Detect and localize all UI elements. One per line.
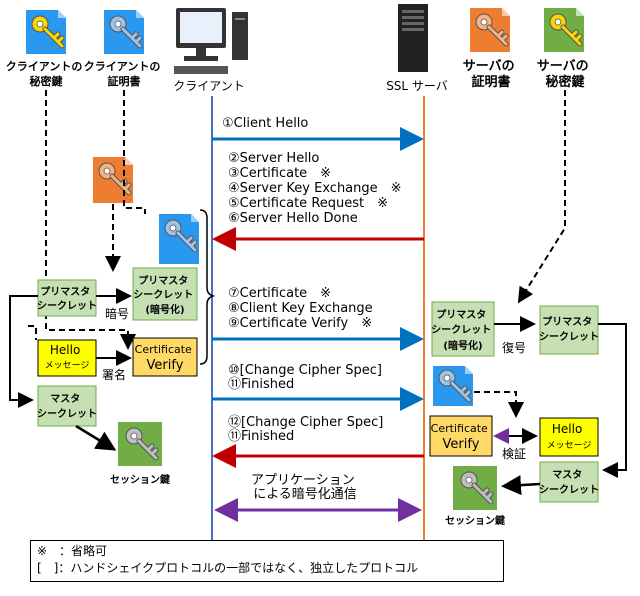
server-master-to-session-arrow	[501, 475, 541, 496]
client-cert-verify-text: Certificate Verify	[135, 343, 196, 373]
server-hello-message-text: Hello メッセージ	[547, 422, 592, 451]
msg-server-finished-group: ⑫[Change Cipher Spec] ⑪Finished	[228, 415, 388, 444]
client-cert-to-verify-path	[474, 391, 524, 418]
client-private-key-label: クライアントの 秘密鍵	[6, 60, 86, 88]
server-cert-key-icon	[470, 8, 510, 52]
client-master-text: マスタ シークレット	[37, 393, 97, 420]
server-premaster-text: プリマスタ シークレット	[539, 315, 599, 343]
sign-label: 署名	[102, 367, 126, 382]
client-hello-message-box	[37, 339, 97, 377]
server-tower-icon	[398, 4, 428, 72]
msg-server-hello-group: ②Server Hello ③Certificate ※ ④Server Key…	[228, 151, 406, 226]
client-private-key-icon	[26, 10, 66, 54]
server-hello-message-box	[539, 417, 599, 457]
client-computer-icon	[174, 8, 248, 74]
server-session-key-icon	[453, 466, 497, 510]
server-cert-label: サーバの 証明書	[463, 59, 519, 90]
server-cert-verify-text: Certificate Verify	[431, 422, 492, 452]
client-cert-dashed-path	[123, 90, 146, 214]
client-hello-message-text: Hello メッセージ	[45, 343, 90, 371]
msg-client-cert-group: ⑦Certificate ※ ⑧Client Key Exchange ⑨Cer…	[228, 286, 377, 331]
premaster-to-master-arrow	[9, 295, 38, 408]
received-server-cert-icon	[93, 157, 133, 203]
encrypt-label: 暗号	[105, 306, 129, 321]
server-premaster-encrypted-text: プリマスタ シークレット (暗号化)	[431, 308, 494, 352]
server-premaster-encrypted-box	[431, 301, 495, 357]
client-session-key-icon	[118, 422, 162, 466]
server-session-key-label: セッション鍵	[445, 514, 505, 527]
client-premaster-text: プリマスタ シークレット	[37, 285, 97, 312]
client-cert-key-icon	[104, 10, 144, 54]
client-premaster-encrypted-text: プリマスタ シークレット (暗号化)	[133, 274, 196, 316]
msg-client-finished-group: ⑩[Change Cipher Spec] ⑪Finished	[228, 363, 386, 392]
server-private-key-icon	[544, 8, 584, 52]
legend-optional: ※ ：省略可	[37, 544, 108, 558]
decrypt-label: 復号	[502, 340, 526, 355]
master-to-session-arrow	[75, 424, 117, 451]
server-label: SSL サーバ	[386, 79, 448, 93]
verify-label: 検証	[502, 447, 526, 461]
send-group-brace	[199, 209, 216, 365]
msg-client-hello: ①Client Hello	[222, 116, 308, 131]
client-private-key-sign-path	[28, 325, 37, 340]
received-client-cert-icon	[433, 366, 473, 406]
client-master-box	[37, 385, 97, 427]
msg-app-data: アプリケーション による暗号化通信	[251, 473, 359, 502]
server-master-text: マスタ シークレット	[539, 469, 599, 496]
client-cert-verify-box	[132, 337, 198, 377]
server-premaster-box	[539, 305, 599, 355]
server-cert-verify-box	[429, 415, 493, 457]
client-premaster-encrypted-box	[132, 267, 198, 321]
client-cert-send-icon	[159, 214, 199, 264]
client-premaster-box	[37, 279, 97, 317]
server-private-key-label: サーバの 秘密鍵	[537, 59, 593, 90]
server-private-key-dashed-path	[517, 90, 566, 304]
legend-box: ※ ：省略可 [ ]：ハンドシェイクプロトコルの一部ではなく、独立したプロトコル	[30, 540, 504, 582]
legend-brackets: [ ]：ハンドシェイクプロトコルの一部ではなく、独立したプロトコル	[37, 561, 419, 575]
server-master-box	[539, 461, 599, 503]
client-cert-label: クライアントの 証明書	[84, 60, 164, 88]
server-premaster-to-master-arrow	[598, 323, 627, 478]
client-session-key-label: セッション鍵	[110, 473, 170, 486]
client-private-key-dashed-path	[40, 90, 47, 284]
client-label: クライアント	[173, 79, 245, 93]
